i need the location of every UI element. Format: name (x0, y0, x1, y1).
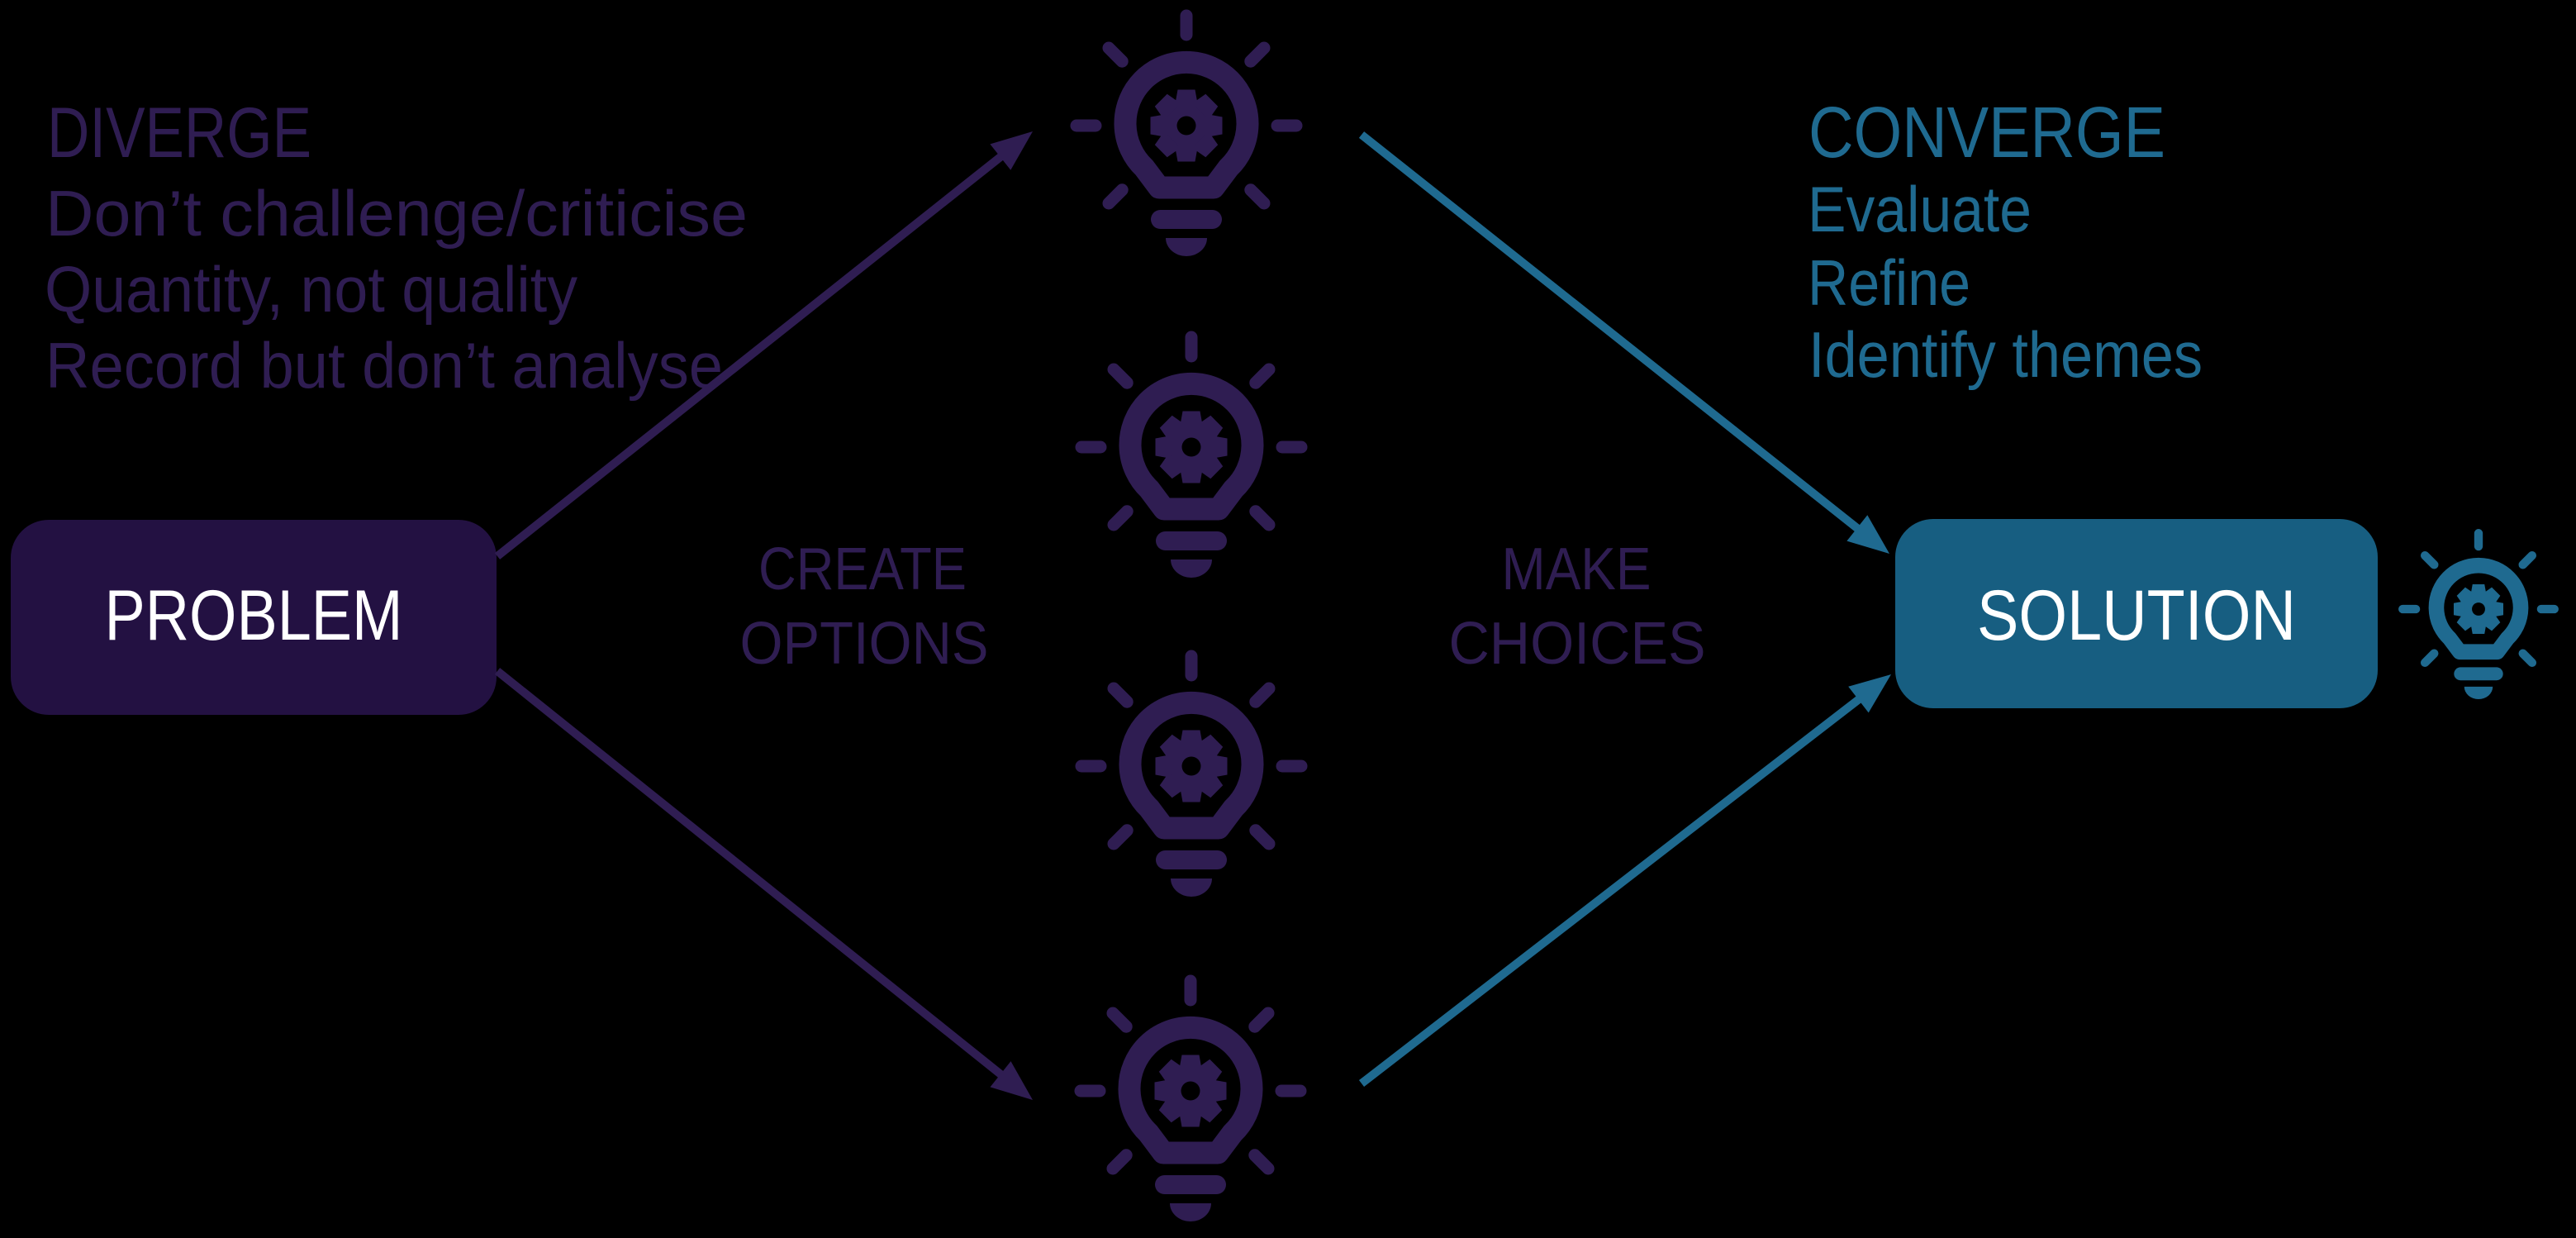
svg-text:Record but don’t analyse: Record but don’t analyse (45, 329, 723, 402)
svg-text:CONVERGE: CONVERGE (1808, 93, 2165, 173)
svg-text:CREATE: CREATE (758, 536, 967, 602)
svg-text:CHOICES: CHOICES (1449, 611, 1706, 677)
svg-text:DIVERGE: DIVERGE (47, 93, 311, 173)
svg-text:OPTIONS: OPTIONS (740, 611, 989, 677)
svg-text:Identify themes: Identify themes (1808, 318, 2203, 391)
svg-text:MAKE: MAKE (1502, 536, 1652, 602)
svg-text:Quantity, not quality: Quantity, not quality (45, 253, 577, 326)
svg-text:Refine: Refine (1808, 246, 1970, 319)
svg-text:SOLUTION: SOLUTION (1977, 576, 2296, 655)
svg-text:Don’t challenge/criticise: Don’t challenge/criticise (45, 177, 748, 250)
svg-text:PROBLEM: PROBLEM (105, 576, 403, 655)
svg-text:Evaluate: Evaluate (1808, 173, 2032, 245)
